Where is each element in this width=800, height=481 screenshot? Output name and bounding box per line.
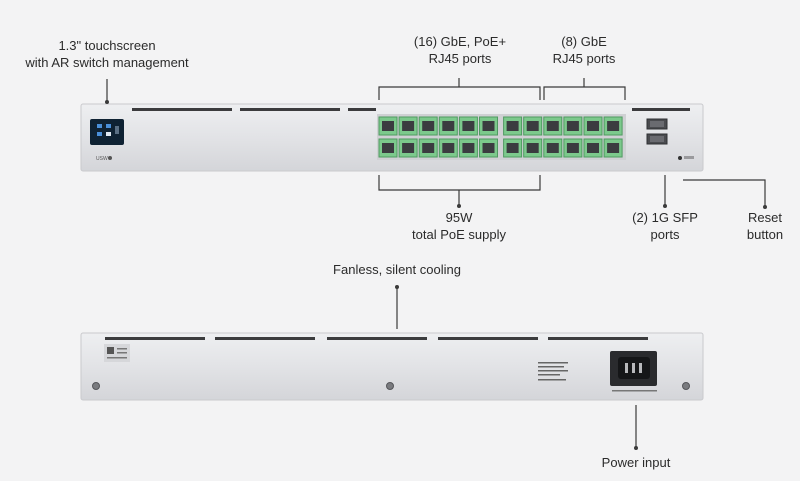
callout-dots	[105, 100, 767, 450]
rj45-port-opening	[587, 121, 599, 131]
sfp-ports-callout-line-2: ports	[650, 227, 680, 242]
rj45-port-opening	[442, 143, 455, 153]
poe-ports-callout-line-1: (16) GbE, PoE+	[413, 34, 507, 49]
rj45-port-opening	[526, 143, 539, 153]
poe-supply-callout: 95W total PoE supply	[394, 209, 524, 243]
poe-supply-callout-line-1: 95W	[445, 210, 473, 225]
front-panel: USW	[80, 103, 704, 172]
touchscreen-display: USW	[90, 119, 124, 162]
gbe-ports-callout: (8) GbE RJ45 ports	[534, 33, 634, 67]
poe-supply-callout-line-2: total PoE supply	[412, 227, 506, 242]
callout-lines	[106, 78, 766, 448]
front-vents	[132, 108, 690, 111]
rj45-port-opening	[587, 143, 599, 153]
rear-screws	[92, 382, 690, 390]
rj45-port-opening	[546, 121, 559, 131]
product-label-sticker	[104, 344, 130, 362]
rj45-port-opening	[566, 121, 579, 131]
rj45-port-opening	[566, 143, 579, 153]
rj45-port-opening	[402, 143, 415, 153]
touchscreen-callout-line-2: with AR switch management	[25, 55, 189, 70]
regulatory-info	[538, 362, 568, 381]
rj45-port-block	[377, 114, 626, 160]
power-input-callout: Power input	[576, 454, 696, 471]
rj45-port-opening	[402, 121, 415, 131]
sfp-ports-callout: (2) 1G SFP ports	[615, 209, 715, 243]
rj45-port-opening	[526, 121, 539, 131]
rj45-port-opening	[382, 121, 394, 131]
svg-text:USW: USW	[96, 156, 108, 162]
gbe-ports-callout-line-2: RJ45 ports	[552, 51, 616, 66]
rj45-port-opening	[482, 121, 495, 131]
rj45-port-opening	[607, 143, 620, 153]
touchscreen-callout-line-1: 1.3" touchscreen	[58, 38, 156, 53]
rj45-port-opening	[462, 121, 475, 131]
rj45-port-opening	[442, 121, 455, 131]
sfp-ports	[646, 118, 668, 145]
rj45-port-opening	[382, 143, 394, 153]
power-inlet	[610, 351, 657, 392]
rj45-port-opening	[506, 143, 519, 153]
cooling-callout-text: Fanless, silent cooling	[333, 262, 461, 277]
poe-ports-callout-line-2: RJ45 ports	[428, 51, 492, 66]
rj45-port-opening	[482, 143, 495, 153]
rj45-port-opening	[506, 121, 519, 131]
reset-button-callout: Reset button	[730, 209, 800, 243]
touchscreen-callout: 1.3" touchscreen with AR switch manageme…	[22, 37, 192, 71]
rj45-port-opening	[462, 143, 475, 153]
rj45-port-opening	[546, 143, 559, 153]
power-input-callout-text: Power input	[601, 455, 671, 470]
reset-button-callout-line-1: Reset	[748, 210, 782, 225]
poe-ports-callout: (16) GbE, PoE+ RJ45 ports	[395, 33, 525, 67]
rj45-port-opening	[422, 121, 435, 131]
gbe-ports-callout-line-1: (8) GbE	[561, 34, 607, 49]
rj45-port-opening	[607, 121, 620, 131]
sfp-ports-callout-line-1: (2) 1G SFP	[632, 210, 698, 225]
rj45-port-opening	[422, 143, 435, 153]
reset-button-callout-line-2: button	[746, 227, 784, 242]
reset-pinhole	[678, 156, 682, 160]
rear-panel	[80, 332, 704, 401]
cooling-callout: Fanless, silent cooling	[317, 261, 477, 278]
rear-vents	[105, 337, 648, 340]
